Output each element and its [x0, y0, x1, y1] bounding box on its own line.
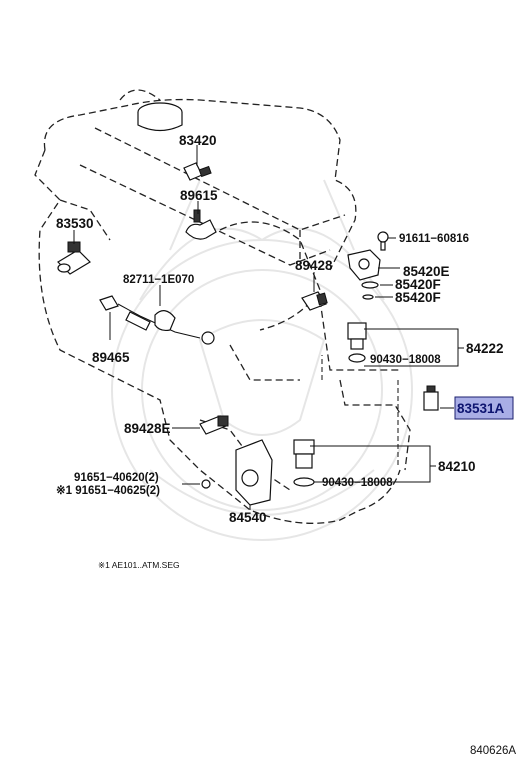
label-89428: 89428: [295, 258, 333, 273]
oxygen-sensor-89465: [99, 295, 215, 345]
oil-pressure-switch-84222: [347, 322, 367, 363]
label-90430-b: 90430−18008: [322, 477, 393, 489]
clamp-82711: [154, 310, 176, 332]
label-84222: 84222: [466, 341, 504, 356]
label-85420e: 85420E: [403, 264, 450, 279]
label-83530: 83530: [56, 216, 94, 231]
label-91651-b: ※1 91651−40625(2): [56, 484, 160, 497]
footnote: ※1 AE101..ATM.SEG: [98, 560, 180, 570]
label-83531a: 83531A: [457, 401, 505, 416]
label-90430-a: 90430−18008: [370, 354, 441, 366]
sensor-89615: [185, 209, 217, 240]
label-89615: 89615: [180, 188, 218, 203]
neutral-switch-84540: [201, 439, 273, 506]
engine-outline: [34, 89, 411, 524]
label-82711: 82711−1E070: [123, 274, 194, 286]
highlight-box-83531a: [454, 396, 514, 420]
oil-filler-cap: [137, 102, 183, 132]
sensor-83530: [57, 241, 91, 275]
label-83420: 83420: [179, 133, 217, 148]
label-84210: 84210: [438, 459, 476, 474]
sensor-83531a: [423, 385, 439, 411]
part-labels: 83420 89615 83530 91611−60816 85420E 854…: [56, 133, 505, 525]
label-85420f-2: 85420F: [395, 290, 441, 305]
sensor-89428e: [199, 415, 229, 435]
label-84540: 84540: [229, 510, 267, 525]
label-91611: 91611−60816: [399, 233, 469, 245]
label-89465: 89465: [92, 350, 130, 365]
sensor-89428: [301, 291, 328, 311]
watermark-emblem: [111, 179, 413, 541]
label-85420f-1: 85420F: [395, 277, 441, 292]
bolt-91611: [377, 231, 389, 251]
switch-84210: [293, 439, 315, 487]
sensor-83420: [183, 162, 212, 181]
label-89428e: 89428E: [124, 421, 171, 436]
label-91651-a: 91651−40620(2): [74, 472, 159, 484]
diagram-code: 840626A: [470, 745, 516, 757]
throttle-sensor-85420e: [347, 249, 381, 281]
oring-85420f: [361, 281, 379, 300]
leader-lines: [73, 145, 464, 510]
